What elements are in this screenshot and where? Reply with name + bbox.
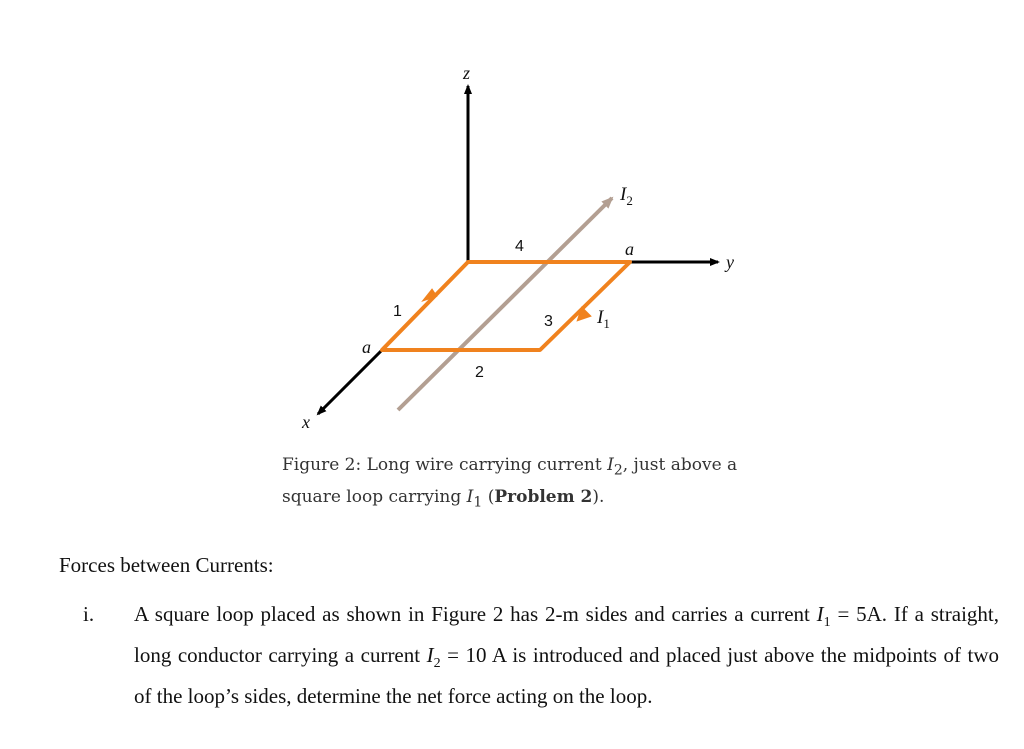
side-3-label: 3	[544, 313, 553, 330]
long-wire-I2	[396, 196, 614, 412]
side-1-label: 1	[393, 303, 402, 320]
loop-arrow-side1	[421, 288, 438, 303]
z-axis-label: z	[462, 63, 470, 83]
dimension-a-right: a	[625, 239, 634, 259]
figure-2-diagram: z y x 1 2 3 4 a a I2 I1	[301, 63, 734, 432]
y-axis-label: y	[724, 252, 734, 272]
side-2-label: 2	[475, 364, 484, 381]
dimension-a-left: a	[362, 337, 371, 357]
loop-arrow-side3	[576, 306, 592, 322]
list-marker: i.	[83, 602, 95, 626]
section-heading: Forces between Currents:	[59, 553, 274, 577]
square-loop	[380, 260, 632, 352]
current-I1-label: I1	[596, 307, 610, 331]
x-axis-label: x	[301, 412, 310, 432]
figure-caption: Figure 2: Long wire carrying current I2,…	[282, 455, 738, 511]
problem-item: i. A square loop placed as shown in Figu…	[59, 598, 999, 712]
current-I2-label: I2	[619, 184, 633, 208]
side-4-label: 4	[515, 238, 524, 255]
problem-text: A square loop placed as shown in Figure …	[134, 602, 999, 709]
x-axis	[316, 348, 384, 416]
